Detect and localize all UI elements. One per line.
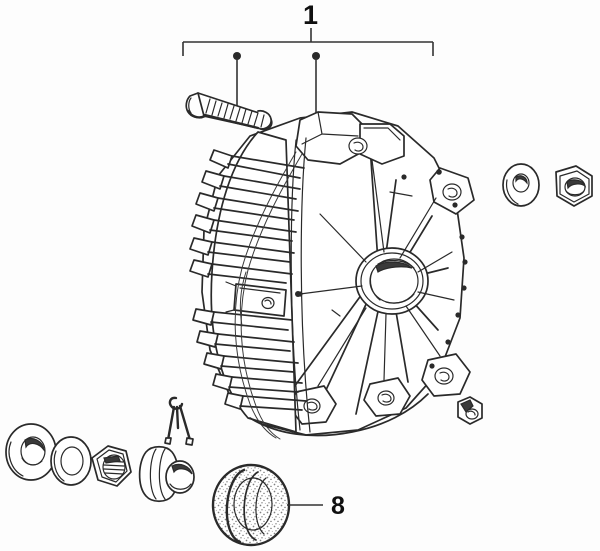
part-finned-housing-assembly — [189, 111, 475, 440]
part-cotter-pin — [164, 396, 194, 446]
callout-number-8: 8 — [331, 492, 345, 520]
housing-cooling-fins — [189, 131, 307, 433]
part-textured-round-grommet — [211, 463, 291, 547]
part-washer-bottom-1 — [5, 423, 57, 481]
housing-center-hub — [355, 247, 429, 315]
part-stepped-bushing — [138, 445, 195, 503]
housing-cable-harness — [234, 151, 303, 440]
part-small-nut-right-lower — [457, 396, 483, 425]
housing-top-boss — [295, 111, 405, 165]
part-washer-bottom-2 — [50, 436, 92, 486]
callout-number-1: 1 — [303, 0, 319, 30]
callout-1-bracket — [182, 28, 434, 56]
callout-1-leader-left — [233, 52, 241, 106]
callout-1-leader-right — [312, 52, 320, 122]
part-hex-nut-right-upper — [555, 165, 593, 207]
housing-cover-plate — [233, 283, 287, 317]
part-washer-right-upper — [502, 163, 540, 207]
part-hex-nut-bottom — [91, 445, 132, 487]
housing-mount-ear-upper-right — [429, 167, 475, 215]
part-threaded-bolt — [185, 92, 273, 131]
housing-mount-ear-lower-right — [421, 353, 471, 397]
